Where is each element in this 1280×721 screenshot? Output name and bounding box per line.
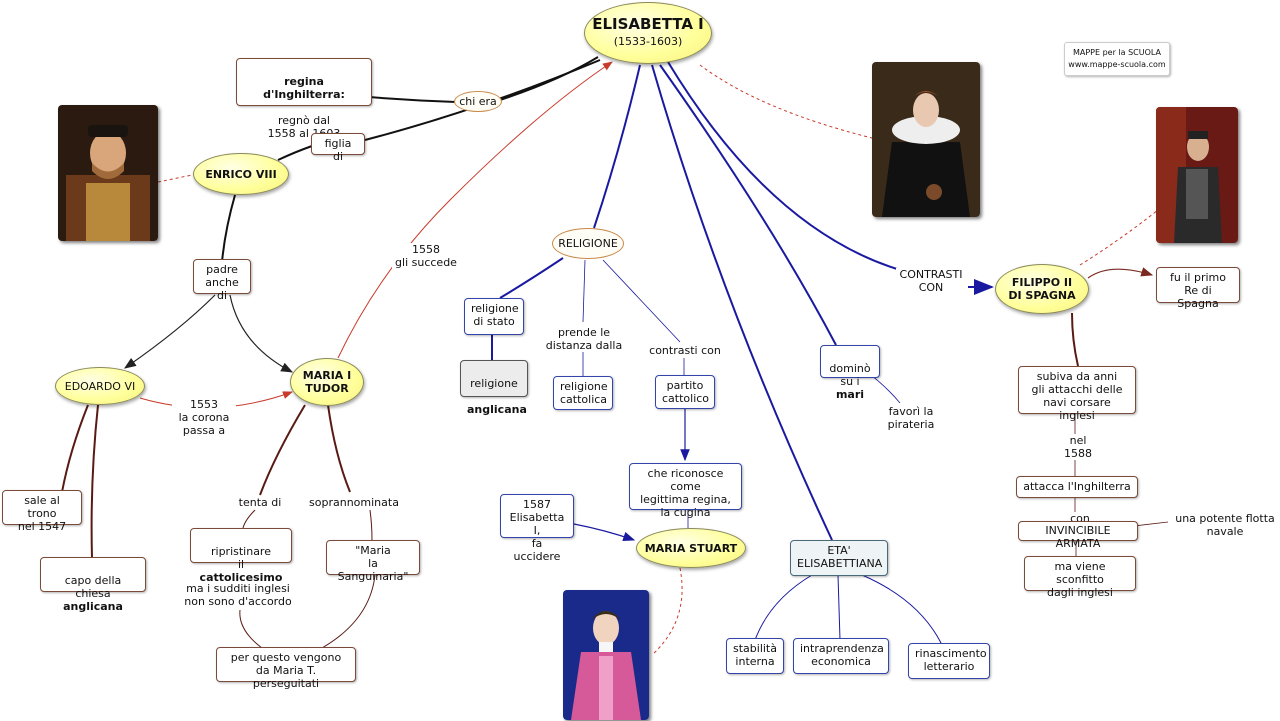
potente-label: una potente flotta navale xyxy=(1170,512,1280,538)
religione-stato-box: religione di stato xyxy=(464,298,524,335)
attacca-box: attacca l'Inghilterra xyxy=(1016,476,1138,498)
prende-distanza-label: prende le distanza dalla xyxy=(543,326,625,352)
religione-node: RELIGIONE xyxy=(552,228,624,259)
domino-text: dominò su i xyxy=(829,362,871,388)
filippo-node: FILIPPO II DI SPAGNA xyxy=(995,264,1089,314)
domino-bold: mari xyxy=(835,388,865,401)
nel-1588-label: nel 1588 xyxy=(1058,434,1098,460)
stabilita-box: stabilità interna xyxy=(726,638,784,674)
ripristinare-text: ripristinare il xyxy=(210,545,271,571)
rinascimento-box: rinascimento letterario xyxy=(908,643,990,679)
partito-cattolico-box: partito cattolico xyxy=(655,375,715,409)
enrico-node: ENRICO VIII xyxy=(193,153,289,195)
elisabetta-portrait-image xyxy=(872,62,980,217)
capo-chiesa-text: capo della chiesa xyxy=(64,574,122,600)
figlia-di-box: figlia di xyxy=(311,133,365,163)
main-title: ELISABETTA I xyxy=(592,15,704,33)
pirateria-label: favorì la pirateria xyxy=(878,405,944,431)
chi-era-node: chi era xyxy=(454,91,502,112)
filippo-portrait-image xyxy=(1156,107,1238,243)
religione-anglicana-bold: anglicana xyxy=(467,403,527,416)
sale-trono-box: sale al trono nel 1547 xyxy=(2,490,82,533)
contrasti-label: CONTRASTI CON xyxy=(896,268,966,294)
credit-box: MAPPE per la SCUOLA www.mappe-scuola.com xyxy=(1064,42,1170,76)
corona-label: 1553 la corona passa a xyxy=(172,398,236,437)
tenta-di-label: tenta di xyxy=(234,496,286,509)
enrico-portrait-svg xyxy=(58,105,158,241)
capo-chiesa-box: capo della chiesa anglicana xyxy=(40,557,146,613)
soprannominata-label: soprannominata xyxy=(308,496,400,509)
filippo-portrait-svg xyxy=(1156,107,1238,243)
edoardo-node: EDOARDO VI xyxy=(55,367,145,405)
credit-line1: MAPPE per la SCUOLA xyxy=(1072,48,1162,57)
maria-stuart-node: MARIA STUART xyxy=(636,528,746,568)
uccidere-box: 1587 Elisabetta I, fa uccidere xyxy=(500,494,574,563)
contrasti-con-label: contrasti con xyxy=(646,344,724,357)
main-dates: (1533-1603) xyxy=(613,35,683,48)
elisabetta-node: ELISABETTA I (1533-1603) xyxy=(584,2,712,64)
religione-cattolica-box: religione cattolica xyxy=(553,376,613,410)
capo-chiesa-bold: anglicana xyxy=(63,600,123,613)
ripristinare-box: ripristinare il cattolicesimo xyxy=(190,528,292,584)
regina-bold: regina d'Inghilterra: xyxy=(263,75,345,101)
regina-box: regina d'Inghilterra: regnò dal 1558 al … xyxy=(236,58,372,140)
eta-box: ETA' ELISABETTIANA xyxy=(790,540,888,576)
riconosce-box: che riconosce come legittima regina, la … xyxy=(629,463,742,519)
maria-stuart-portrait-svg xyxy=(563,590,649,720)
credit-line2: www.mappe-scuola.com xyxy=(1068,60,1166,69)
perseguitati-box: per questo vengono da Maria T. perseguit… xyxy=(216,647,356,690)
subiva-box: subiva da anni gli attacchi delle navi c… xyxy=(1018,366,1136,422)
invincibile-box: INVINCIBILE ARMATA xyxy=(1018,521,1138,550)
primo-re-box: fu il primo Re di Spagna xyxy=(1156,267,1240,310)
enrico-portrait-image xyxy=(58,105,158,241)
sconfitto-box: ma viene sconfitto dagli inglesi xyxy=(1024,556,1136,599)
ripristinare-bold: cattolicesimo xyxy=(199,571,283,584)
sanguinaria-box: "Maria la Sanguinaria" xyxy=(326,540,420,583)
maria-tudor-node: MARIA I TUDOR xyxy=(290,358,364,406)
religione-anglicana-box: religione anglicana xyxy=(460,360,528,416)
domino-box: dominò su i mari xyxy=(820,345,880,401)
sudditi-label: ma i sudditi inglesi non sono d'accordo xyxy=(182,582,294,608)
maria-stuart-portrait-image xyxy=(563,590,649,720)
religione-anglicana-text: religione xyxy=(470,377,518,390)
intraprendenza-box: intraprendenza economica xyxy=(793,638,889,674)
padre-box: padre anche di xyxy=(193,259,251,302)
elisabetta-portrait-svg xyxy=(872,62,980,217)
succede-label: 1558 gli succede xyxy=(392,243,460,269)
regina-rest: regnò dal 1558 al 1603 xyxy=(267,114,341,140)
